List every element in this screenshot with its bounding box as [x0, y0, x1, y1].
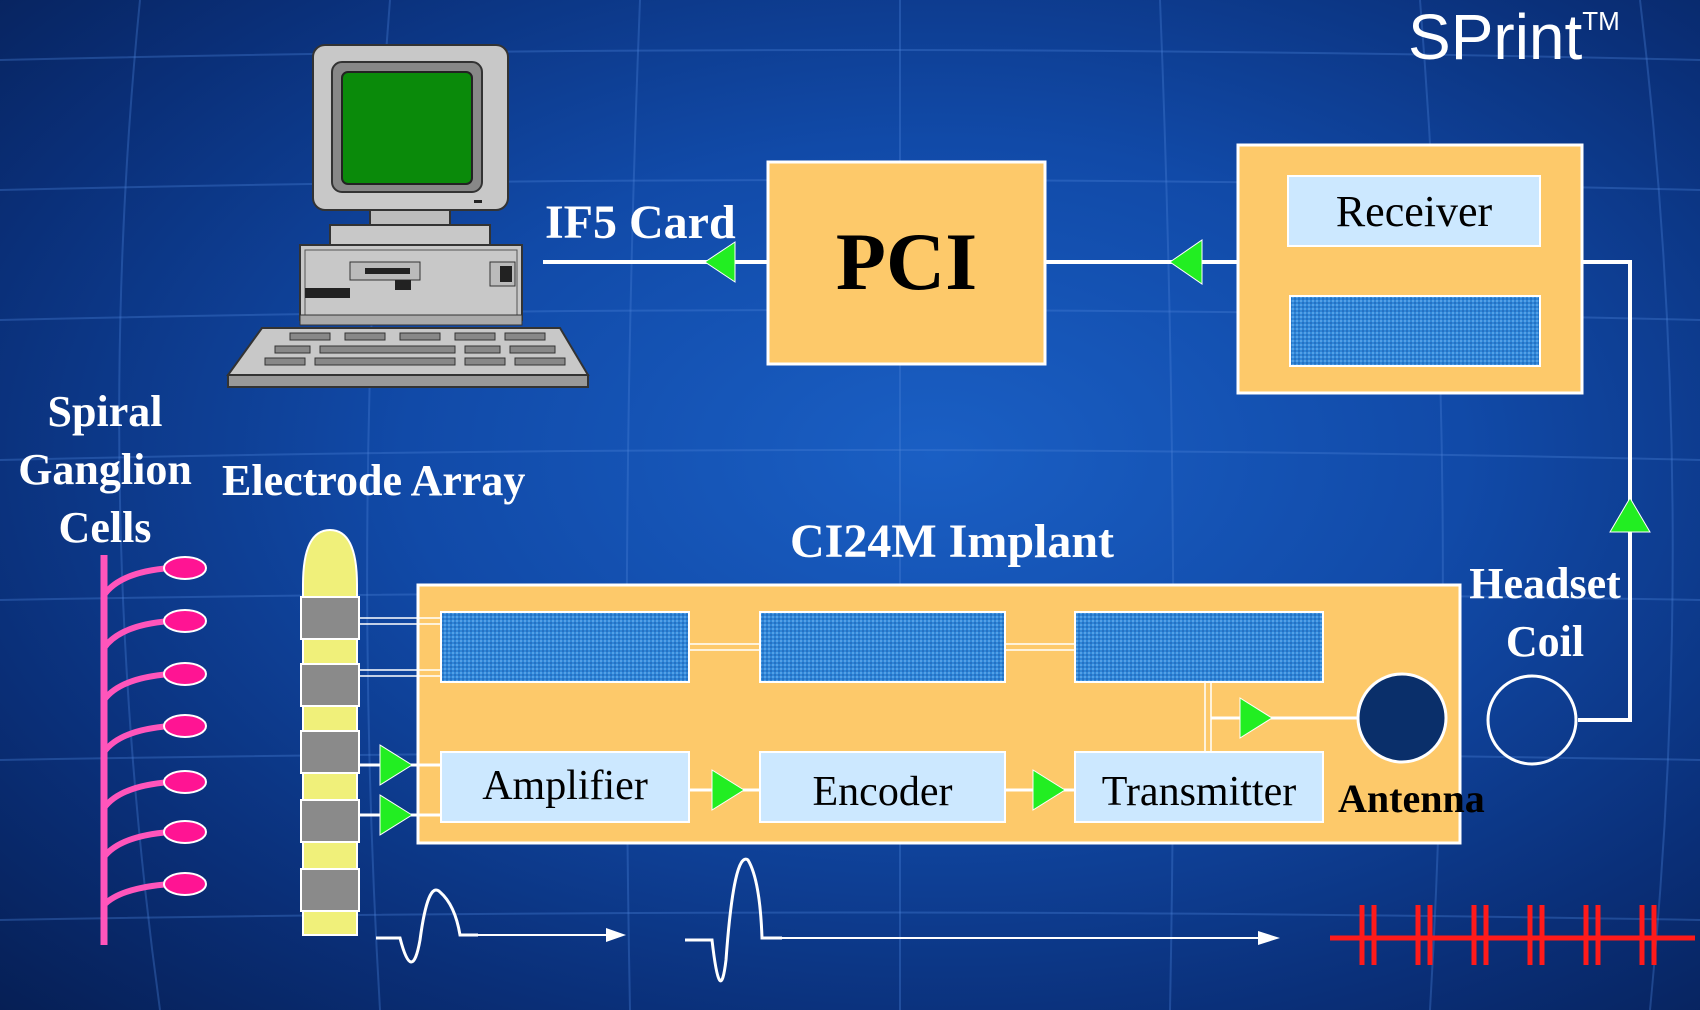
headset-coil-label: Headset Coil — [1460, 555, 1630, 671]
ganglion-cells-icon — [100, 555, 207, 945]
waveforms — [376, 857, 1280, 983]
spiral-ganglion-line-3: Cells — [58, 503, 152, 552]
arrow-to-encoder — [711, 769, 745, 811]
arrow-to-pci — [1169, 239, 1203, 285]
implant-block-3 — [1074, 611, 1324, 683]
if5-card-label: IF5 Card — [545, 196, 736, 249]
pci-label: PCI — [835, 216, 978, 307]
arrow-to-antenna — [1239, 697, 1273, 739]
pulse-train — [1330, 905, 1695, 965]
antenna-icon — [1356, 672, 1448, 764]
brand-title: SPrintTM — [1408, 0, 1620, 74]
brand-trademark: TM — [1582, 6, 1620, 36]
monitor-icon — [312, 44, 509, 246]
arrow-amp-2 — [379, 794, 413, 836]
spiral-ganglion-line-1: Spiral — [47, 387, 163, 436]
electrode-array-icon — [300, 528, 360, 936]
headset-coil-icon — [1486, 674, 1578, 766]
amplifier-box — [440, 751, 690, 823]
amplifier-label: Amplifier — [482, 763, 648, 809]
transmitter-box — [1074, 751, 1324, 823]
spiral-ganglion-line-2: Ganglion — [18, 445, 192, 494]
spiral-ganglion-label: Spiral Ganglion Cells — [0, 383, 210, 557]
receiver-box — [1287, 175, 1541, 247]
electrode-array-label: Electrode Array — [222, 456, 526, 505]
headset-coil-line-1: Headset — [1469, 559, 1621, 608]
receiver-hatched-block — [1289, 295, 1541, 367]
implant-block-1 — [440, 611, 690, 683]
encoder-box — [759, 751, 1006, 823]
receiver-label: Receiver — [1335, 187, 1493, 236]
encoder-label: Encoder — [812, 769, 953, 815]
headset-coil-line-2: Coil — [1505, 617, 1585, 666]
implant-block-2 — [759, 611, 1006, 683]
arrow-to-transmitter — [1032, 769, 1066, 811]
arrow-amp-1 — [379, 744, 413, 786]
transmitter-label: Transmitter — [1101, 769, 1297, 815]
brand-name: SPrint — [1408, 1, 1583, 73]
arrow-to-computer — [704, 241, 736, 283]
antenna-label: Antenna — [1338, 776, 1485, 821]
pci-box — [766, 160, 1047, 366]
computer-icon — [226, 44, 590, 388]
implant-label: CI24M Implant — [790, 515, 1115, 568]
keyboard-icon — [226, 327, 590, 388]
arrow-up-headset — [1609, 497, 1651, 533]
